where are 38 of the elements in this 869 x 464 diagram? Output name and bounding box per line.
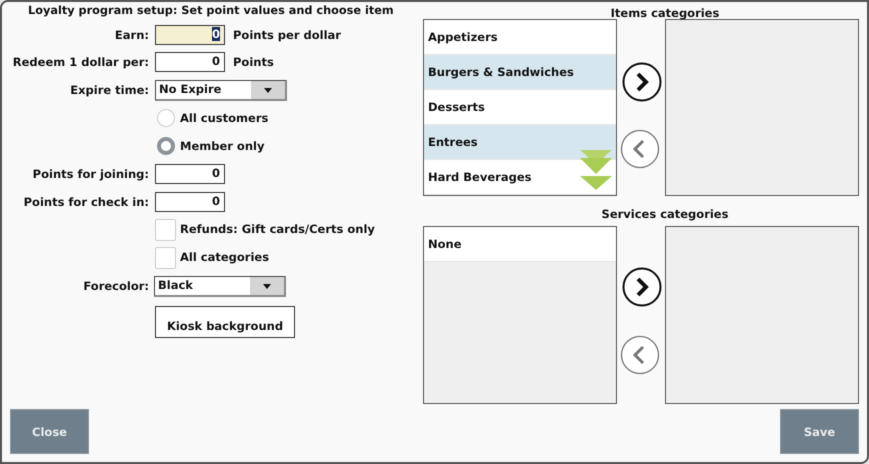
dropdown: Black — [154, 276, 286, 297]
field-label: Points for joining: — [32, 167, 149, 181]
field-label: Expire time: — [70, 83, 149, 97]
field-label: Earn: — [114, 28, 149, 42]
text-field: 0 — [155, 52, 225, 72]
option-label: All customers — [180, 111, 268, 125]
checkbox — [155, 247, 176, 269]
list-box — [423, 19, 617, 196]
section-heading: Services categories — [600, 207, 730, 221]
field-label: Points for check in: — [24, 195, 149, 209]
list-item: Hard Beverages — [424, 160, 616, 195]
list-item: None — [424, 227, 616, 262]
list-item: Burgers & Sandwiches — [424, 55, 616, 90]
text-field: 0 — [155, 164, 225, 184]
field-label: Redeem 1 dollar per: — [12, 55, 149, 69]
section-heading: Items categories — [610, 6, 720, 20]
radio-button — [157, 137, 175, 155]
kiosk-background-button: Kiosk background — [155, 306, 295, 338]
dialog-title: Loyalty program setup: Set point values and choose item — [28, 4, 394, 17]
field-label: Forecolor: — [83, 279, 149, 293]
selected-list-box — [665, 226, 859, 404]
option-label: Points per dollar — [233, 28, 341, 42]
list-item: Desserts — [424, 90, 616, 125]
option-label: Member only — [180, 139, 264, 153]
option-label: All categories — [180, 250, 270, 264]
dropdown: No Expire — [155, 80, 287, 101]
save-button: Save — [780, 409, 859, 454]
checkbox — [155, 219, 176, 241]
list-item: Entrees — [424, 125, 616, 160]
close-button: Close — [10, 409, 89, 454]
selected-list-box — [665, 19, 859, 196]
option-label: Refunds: Gift cards/Certs only — [180, 222, 375, 236]
text-field: 0 — [155, 192, 225, 212]
option-label: Points — [233, 55, 274, 69]
radio-button — [157, 109, 175, 127]
text-field: 0 — [155, 25, 225, 45]
list-box — [423, 226, 617, 404]
list-item: Appetizers — [424, 20, 616, 55]
